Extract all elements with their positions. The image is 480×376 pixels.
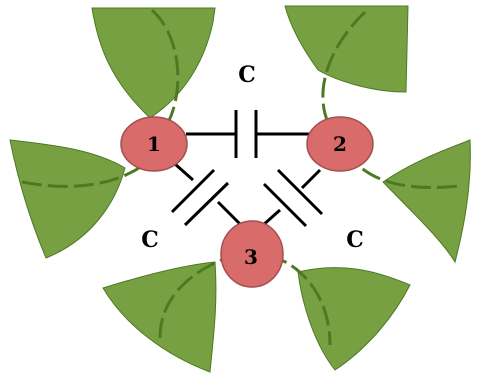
leaf-bottom-right	[297, 267, 411, 371]
wire-2-3-top	[300, 168, 322, 190]
node-3-shape	[220, 220, 284, 288]
node-2: 2	[306, 116, 374, 172]
leaf-top-left	[91, 7, 216, 119]
capacitor-plate-2-3-a	[276, 168, 324, 216]
node-2-label: 2	[333, 132, 347, 156]
capacitor-label-group: C C C	[141, 62, 364, 253]
wire-1-3-bottom	[216, 200, 242, 226]
leaf-left	[9, 139, 126, 259]
leaf-top-right	[284, 5, 409, 93]
capacitor-label-2-3: C	[346, 227, 364, 253]
capacitor-plate-2-3-b	[262, 182, 308, 228]
capacitor-label-1-2: C	[238, 62, 256, 88]
node-group: 1 2 3	[120, 116, 374, 288]
node-3-label: 3	[244, 245, 258, 269]
node-2-shape	[306, 116, 374, 172]
node-1-label: 1	[147, 132, 161, 156]
wire-group	[170, 110, 324, 228]
node-1: 1	[120, 116, 188, 172]
capacitor-plate-1-3-a	[170, 168, 216, 214]
leaf-bottom-left	[102, 261, 217, 373]
capacitor-label-1-3: C	[141, 227, 159, 253]
node-1-shape	[120, 116, 188, 172]
leaf-right	[382, 139, 471, 264]
capacitor-plate-1-3-b	[183, 181, 230, 227]
leaf-group	[9, 5, 471, 373]
wire-1-3-top	[174, 162, 194, 182]
node-3: 3	[220, 220, 284, 288]
